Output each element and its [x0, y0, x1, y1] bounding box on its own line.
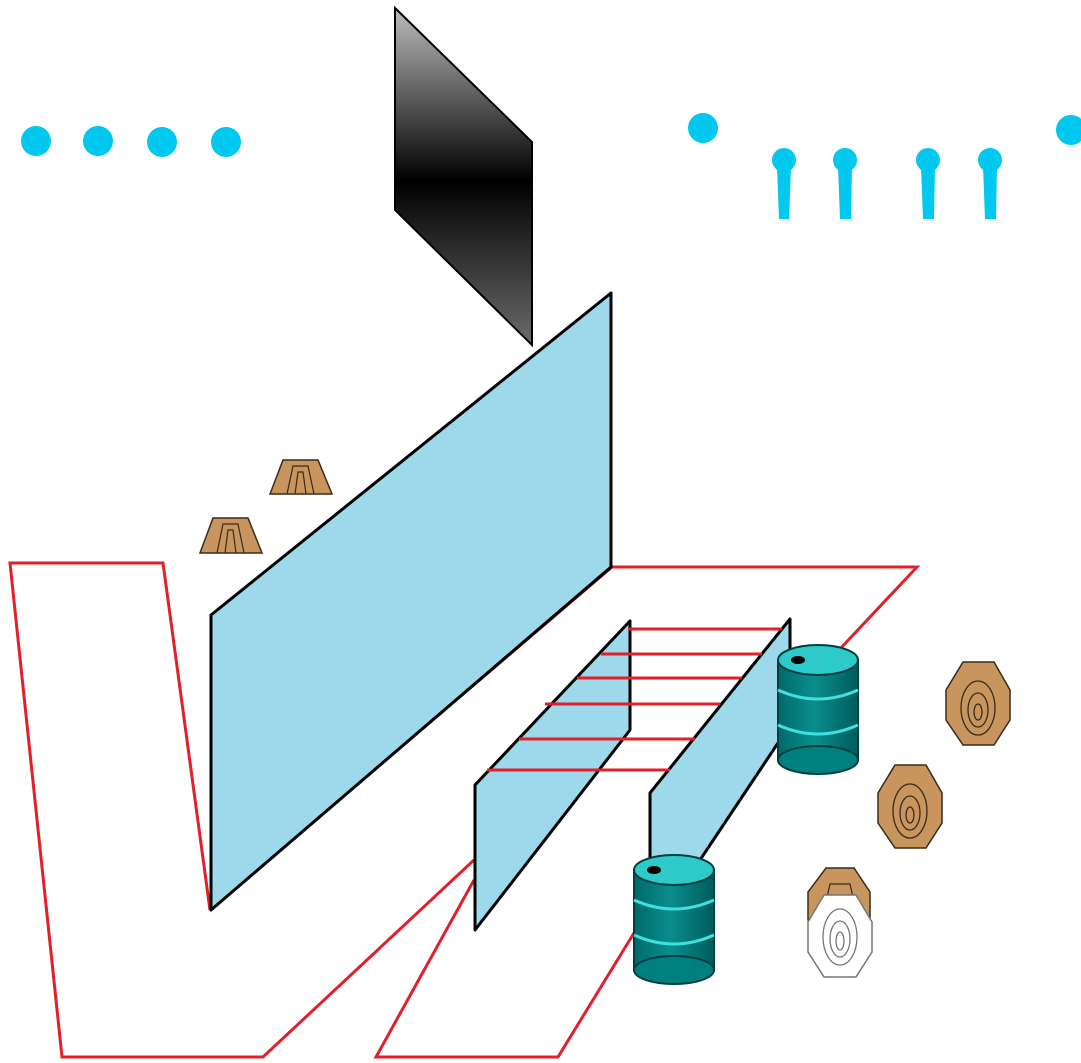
no-shoot-target-icon [807, 894, 873, 978]
cardboard-target-icon [945, 661, 1011, 746]
fault-line-boundary-icon [373, 879, 647, 1059]
steel-plates-left [21, 126, 241, 157]
round-steel-plate-icon [688, 113, 718, 143]
cardboard-target-icon [877, 764, 943, 849]
pepper-popper-icon [833, 148, 857, 219]
oil-barrel-icon [777, 644, 859, 775]
port-window-bars [487, 627, 782, 772]
wall-panel-icon [209, 291, 613, 912]
round-steel-plate-icon [1056, 115, 1081, 145]
pepper-popper-icon [916, 148, 940, 219]
pepper-poppers [772, 148, 1002, 219]
oil-barrel-icon [633, 854, 715, 985]
pepper-popper-icon [772, 148, 796, 219]
partial-cardboard-target-icon [268, 459, 334, 495]
steel-plates-right [688, 113, 1081, 145]
pepper-popper-icon [978, 148, 1002, 219]
cardboard-targets-right [877, 661, 1011, 849]
fault-line-boundary-icon [8, 561, 476, 1059]
wall-panel-icon [473, 619, 632, 932]
round-steel-plate-icon [21, 126, 51, 156]
black-vision-barrier-icon [394, 5, 533, 348]
round-steel-plate-icon [83, 126, 113, 156]
partial-cardboard-target-icon [198, 517, 264, 554]
round-steel-plate-icon [147, 127, 177, 157]
partial-targets-left [198, 459, 334, 554]
round-steel-plate-icon [211, 127, 241, 157]
